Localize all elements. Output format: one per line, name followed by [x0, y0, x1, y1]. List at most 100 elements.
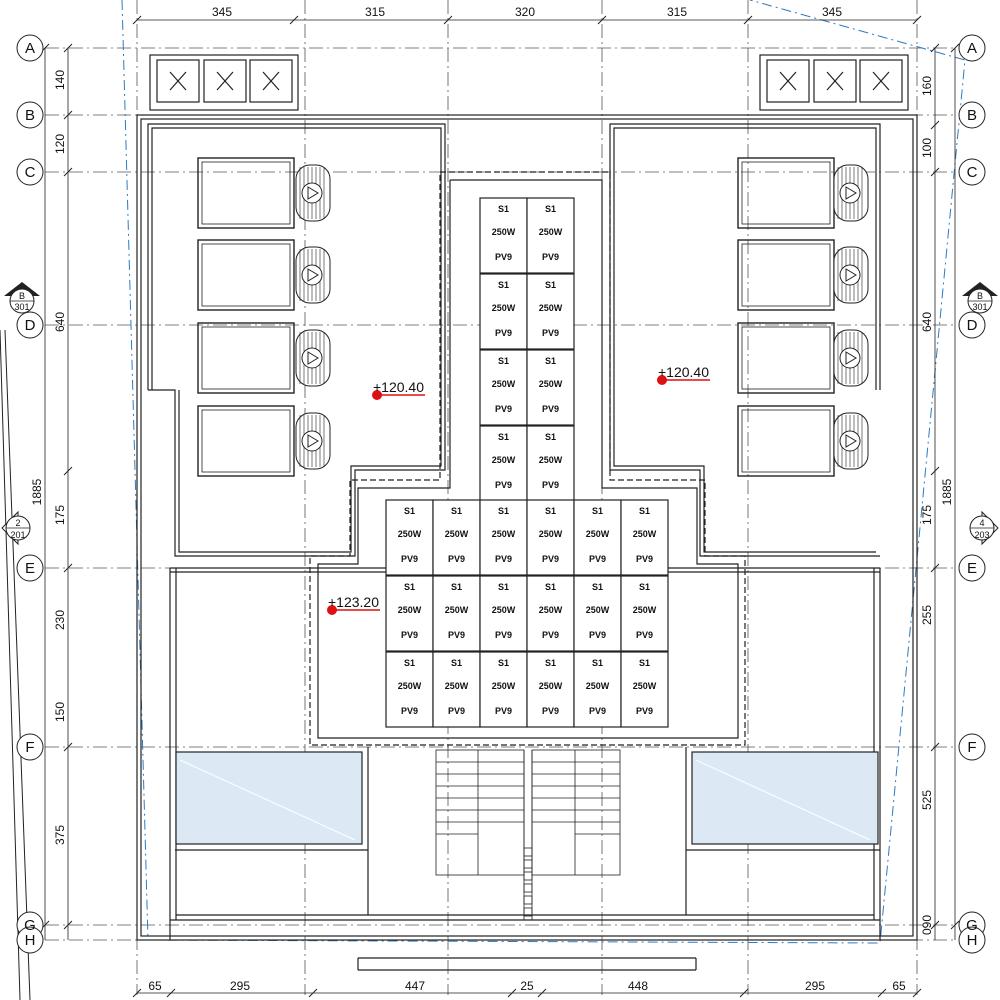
left-dim-7: 375: [53, 825, 67, 845]
pv-panel-line2: 250W: [492, 681, 516, 691]
bottom-dim-1: 65: [148, 979, 162, 993]
pv-panel-line2: 250W: [398, 605, 422, 615]
right-dim-total: 1885: [940, 478, 954, 505]
level-marker-right-wing: +120.40: [657, 364, 710, 385]
pv-panel-line1: S1: [498, 356, 509, 366]
right-dim-4: 175: [920, 505, 934, 525]
pv-panel-line2: 250W: [539, 227, 563, 237]
grid-bubble-e-right: [958, 554, 986, 582]
grid-label-a-right: A: [967, 40, 977, 57]
bottom-dim-7: 65: [892, 979, 906, 993]
bottom-dim-3: 447: [405, 979, 425, 993]
pv-panel-line3: PV9: [495, 328, 512, 338]
pv-panel-line1: S1: [498, 506, 509, 516]
hvac-unit-left-2: [197, 239, 331, 311]
pv-panel-line3: PV9: [542, 480, 559, 490]
vent-boxes-right: [759, 54, 909, 111]
right-dim-6: 525: [920, 790, 934, 810]
pv-panel-line3: PV9: [495, 706, 512, 716]
pv-panel-line3: PV9: [495, 404, 512, 414]
pv-panel-line1: S1: [451, 506, 462, 516]
pv-panel-line3: PV9: [542, 404, 559, 414]
pv-panel-line3: PV9: [448, 630, 465, 640]
grid-bubble-b-left: [16, 101, 44, 129]
pv-panel-line1: S1: [404, 582, 415, 592]
pv-panel-line3: PV9: [401, 554, 418, 564]
grid-label-f-left: F: [25, 739, 34, 756]
top-dim-3: 320: [515, 5, 535, 19]
section-marker-2-left: 2 201: [1, 510, 31, 546]
left-dim-5: 230: [53, 610, 67, 630]
pv-panel-line1: S1: [639, 582, 650, 592]
pv-panel-line2: 250W: [492, 227, 516, 237]
grid-bubble-e-left: [16, 554, 44, 582]
section-sheet: 301: [14, 302, 29, 312]
site-boundary: [121, 0, 966, 944]
pv-panel-line2: 250W: [633, 681, 657, 691]
pv-panel-line2: 250W: [445, 605, 469, 615]
pv-panel-line1: S1: [639, 506, 650, 516]
grid-label-h-right: H: [967, 932, 978, 949]
section-letter: 4: [979, 518, 984, 528]
pv-panel-line1: S1: [545, 658, 556, 668]
grid-label-c-left: C: [25, 164, 36, 181]
grid-label-d-left: D: [25, 317, 36, 334]
right-dim-1: 160: [920, 76, 934, 96]
pv-panel-line2: 250W: [586, 605, 610, 615]
right-dim-7: 090: [920, 915, 934, 935]
left-dim-4: 175: [53, 505, 67, 525]
pv-panel-line1: S1: [545, 432, 556, 442]
pv-panel-line2: 250W: [445, 681, 469, 691]
right-dim-5: 255: [920, 605, 934, 625]
pv-panel-line2: 250W: [492, 605, 516, 615]
pv-panel-line2: 250W: [445, 529, 469, 539]
grid-label-h-left: H: [25, 932, 36, 949]
grid-labels: A B C D E F G H A B C D E F G H: [24, 40, 978, 949]
top-dim-1: 345: [212, 5, 232, 19]
grid-bubble-c-right: [958, 158, 986, 186]
pv-panel-line1: S1: [639, 658, 650, 668]
pv-panel-line1: S1: [404, 506, 415, 516]
pv-panel-line1: S1: [498, 658, 509, 668]
level-marker-left-wing: +120.40: [372, 379, 425, 400]
grid-bubble-d-left: [16, 311, 44, 339]
grid-label-b-left: B: [25, 107, 35, 124]
grid-bubble-b-right: [958, 101, 986, 129]
pv-panel-line3: PV9: [589, 554, 606, 564]
section-letter: B: [19, 291, 25, 301]
pv-panel-line2: 250W: [539, 529, 563, 539]
pv-panel-5: S1 250W PV9: [479, 349, 528, 426]
level-label: +120.40: [658, 364, 709, 380]
pv-panel-line1: S1: [545, 506, 556, 516]
pv-panel-line3: PV9: [636, 630, 653, 640]
section-sheet: 301: [972, 302, 987, 312]
hvac-unit-left-3: [197, 322, 331, 394]
pv-panel-line3: PV9: [401, 706, 418, 716]
pv-panel-line2: 250W: [539, 681, 563, 691]
edge-diagonal-lines: [0, 329, 31, 1000]
hvac-unit-right-3: [737, 322, 869, 394]
vent-boxes-left: [149, 54, 299, 111]
right-dim-2: 100: [920, 138, 934, 158]
pv-panel-line3: PV9: [636, 554, 653, 564]
pv-panel-line2: 250W: [492, 379, 516, 389]
left-dim-1: 140: [53, 70, 67, 90]
top-dim-5: 345: [822, 5, 842, 19]
right-dimension-lines: 160 100 640 175 255 525 090 1885: [920, 43, 960, 940]
hvac-units: [197, 157, 869, 477]
right-dim-3: 640: [920, 312, 934, 332]
pv-panel-line3: PV9: [495, 554, 512, 564]
bottom-dim-5: 448: [628, 979, 648, 993]
